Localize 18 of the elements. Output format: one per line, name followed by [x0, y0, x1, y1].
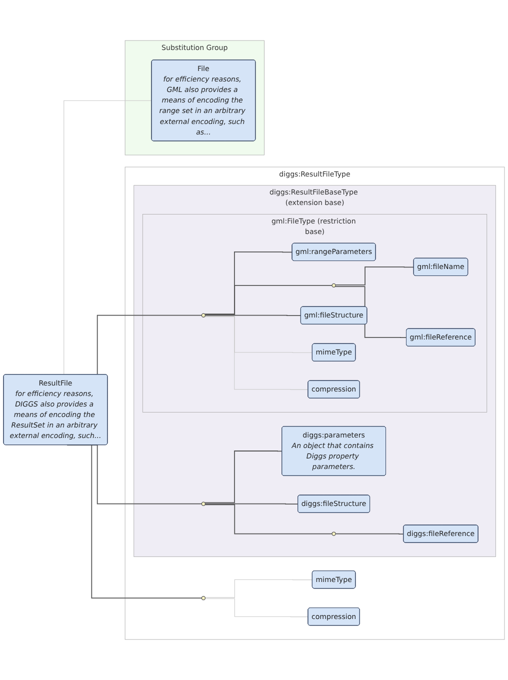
node-circle	[332, 532, 336, 536]
connector	[335, 266, 414, 286]
node-circle	[201, 596, 206, 600]
connector	[204, 450, 282, 504]
connector	[204, 316, 313, 353]
connector	[204, 579, 313, 598]
node-circle	[332, 283, 336, 288]
node-circle	[201, 313, 206, 318]
connector	[335, 533, 404, 534]
connector	[64, 100, 152, 375]
node-circle	[201, 502, 206, 506]
connector	[204, 252, 293, 315]
connector	[204, 314, 302, 316]
connector	[204, 504, 332, 534]
connector	[204, 503, 298, 504]
connector	[204, 316, 308, 390]
connector	[204, 598, 308, 618]
connector	[204, 284, 332, 316]
